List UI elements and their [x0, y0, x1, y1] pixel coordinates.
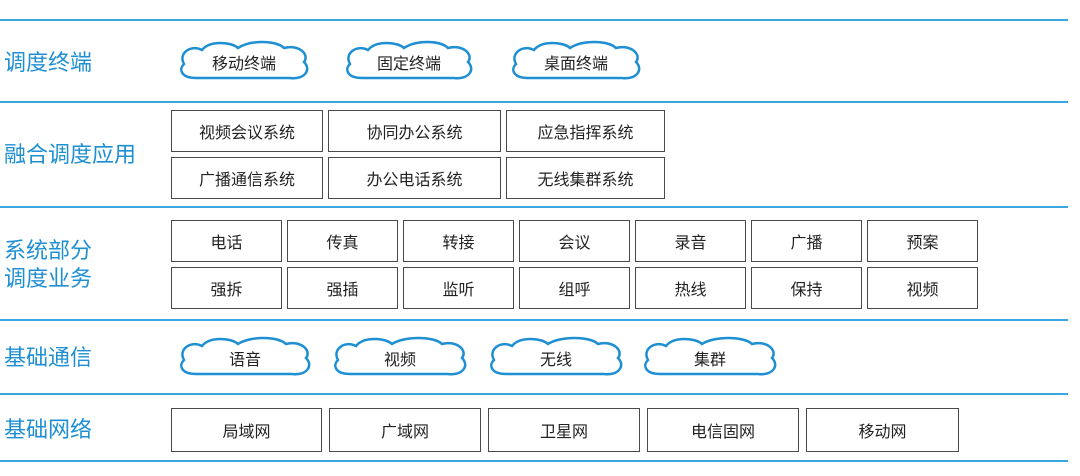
service-box: 保持 — [751, 267, 862, 309]
cloud-node: 语音 — [176, 336, 314, 378]
service-box: 传真 — [287, 220, 398, 262]
network-box: 移动网 — [806, 408, 959, 452]
cloud-shape — [644, 336, 777, 376]
service-box: 预案 — [867, 220, 978, 262]
separator-line — [0, 101, 1068, 103]
cloud-shape — [512, 40, 641, 80]
cloud-label: 移动终端 — [211, 54, 276, 73]
cloud-node: 无线 — [486, 336, 626, 378]
separator-line — [0, 393, 1068, 395]
separator-line — [0, 319, 1068, 321]
network-box: 局域网 — [171, 408, 322, 452]
separator-line — [0, 19, 1068, 21]
service-box: 电话 — [171, 220, 282, 262]
app-box: 广播通信系统 — [171, 157, 323, 199]
row-label-network: 基础网络 — [4, 418, 93, 443]
cloud-shape — [334, 336, 467, 376]
network-box: 电信固网 — [647, 408, 799, 452]
app-box: 应急指挥系统 — [506, 110, 665, 152]
service-box: 转接 — [403, 220, 514, 262]
cloud-label: 无线 — [539, 350, 572, 369]
app-box: 视频会议系统 — [171, 110, 323, 152]
row-label-comm: 基础通信 — [4, 346, 93, 371]
row-label-services-line2: 调度业务 — [4, 267, 93, 292]
service-box: 组呼 — [519, 267, 630, 309]
cloud-label: 集群 — [693, 350, 726, 369]
cloud-node: 集群 — [640, 336, 780, 378]
service-box: 录音 — [635, 220, 746, 262]
app-box: 无线集群系统 — [506, 157, 665, 199]
cloud-node: 固定终端 — [342, 40, 476, 82]
row-label-services-line1: 系统部分 — [4, 239, 93, 264]
service-box: 视频 — [867, 267, 978, 309]
separator-line — [0, 206, 1068, 208]
row-label-terminal: 调度终端 — [4, 51, 93, 76]
separator-line — [0, 460, 1068, 462]
cloud-node: 桌面终端 — [508, 40, 644, 82]
app-box: 办公电话系统 — [328, 157, 501, 199]
cloud-label: 视频 — [383, 350, 416, 369]
row-label-apps: 融合调度应用 — [4, 143, 137, 168]
service-box: 强插 — [287, 267, 398, 309]
cloud-label: 固定终端 — [376, 54, 441, 73]
service-box: 强拆 — [171, 267, 282, 309]
cloud-shape — [180, 336, 311, 376]
cloud-node: 视频 — [330, 336, 470, 378]
cloud-label: 桌面终端 — [543, 54, 608, 73]
cloud-shape — [180, 40, 309, 80]
service-box: 会议 — [519, 220, 630, 262]
cloud-node: 移动终端 — [176, 40, 312, 82]
network-box: 卫星网 — [488, 408, 640, 452]
app-box: 协同办公系统 — [328, 110, 501, 152]
service-box: 监听 — [403, 267, 514, 309]
service-box: 热线 — [635, 267, 746, 309]
service-box: 广播 — [751, 220, 862, 262]
cloud-shape — [490, 336, 623, 376]
cloud-label: 语音 — [228, 350, 261, 369]
cloud-shape — [346, 40, 473, 80]
network-box: 广域网 — [329, 408, 481, 452]
